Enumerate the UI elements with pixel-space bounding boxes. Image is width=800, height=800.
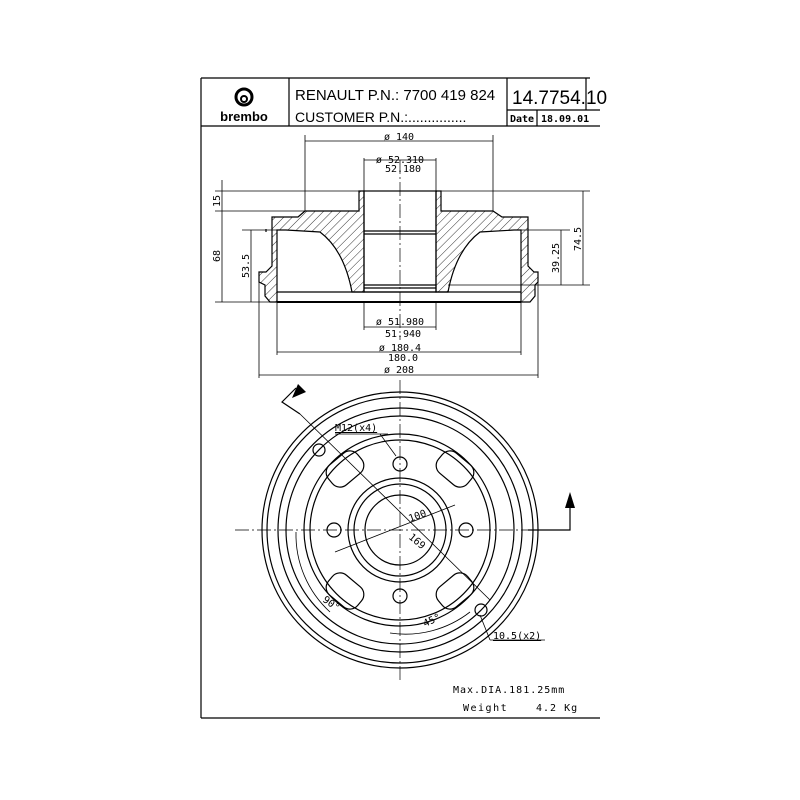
side-section-view	[215, 135, 590, 378]
max-diameter-spec: Max.DIA.181.25mm	[453, 685, 565, 696]
wheel-bolt-holes	[326, 456, 474, 604]
angle-90-label: 90°	[320, 594, 341, 613]
front-view	[235, 380, 575, 680]
angle-45-label: 45°	[422, 612, 443, 630]
dim-68: 68	[212, 250, 223, 262]
brand-name: brembo	[220, 109, 268, 124]
date-value: 18.09.01	[541, 114, 589, 125]
dim-bore-bottom-min: 51.940	[385, 329, 421, 340]
customer-part-number: CUSTOMER P.N.:...............	[295, 109, 466, 125]
dim-bore-bottom-max: ø 51.980	[376, 317, 424, 328]
drawing-frame	[200, 77, 600, 719]
hole-label: 10.5(x2)	[493, 631, 541, 642]
weight-label: Weight	[463, 703, 508, 714]
drum-windows	[325, 450, 475, 610]
dim-inner-diameter-max: ø 180.4	[379, 343, 421, 354]
brembo-part-number: 14.7754.10	[512, 88, 607, 109]
brembo-logo: brembo	[220, 87, 268, 124]
dim-flange-diameter: ø 140	[384, 132, 414, 143]
dim-bore-top-min: 52.180	[385, 164, 421, 175]
date-label: Date	[510, 114, 534, 125]
oem-part-number: RENAULT P.N.: 7700 419 824	[295, 87, 495, 104]
locating-holes	[312, 443, 488, 617]
dim-74-5: 74.5	[573, 227, 584, 251]
dim-53-5: 53.5	[241, 254, 252, 278]
dim-39-25: 39.25	[551, 243, 562, 273]
pcd-label: 100	[407, 508, 428, 525]
dim-bore-top-max: ø 52.310	[376, 155, 424, 166]
thread-label: M12(x4)	[335, 423, 377, 434]
dim-15: 15	[212, 195, 223, 207]
weight-value: 4.2 Kg	[536, 703, 578, 714]
dim-inner-diameter-min: 180.0	[388, 353, 418, 364]
dim-outer-diameter: ø 208	[384, 365, 414, 376]
